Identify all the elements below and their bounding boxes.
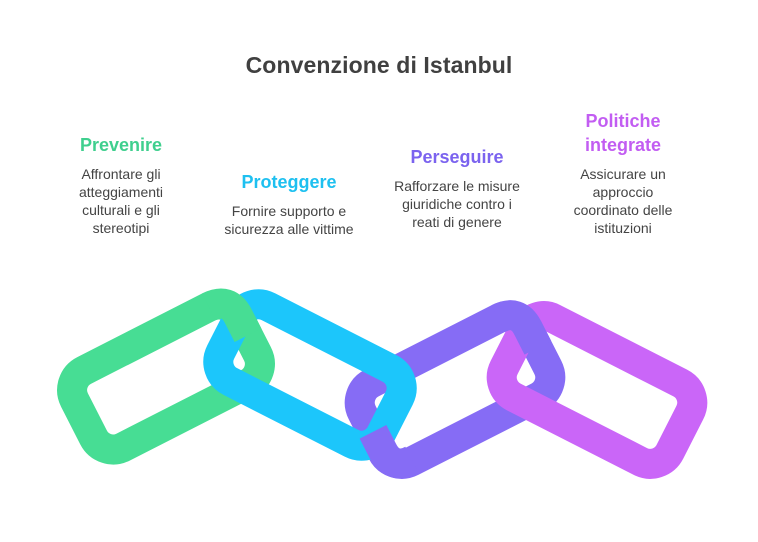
diagram-title: Convenzione di Istanbul <box>245 52 513 78</box>
pillar-description: Rafforzare le misure giuridiche contro i… <box>394 178 520 230</box>
pillar-heading: Perseguire <box>410 147 504 167</box>
pillar-proteggere: Proteggere Fornire supporto e sicurezza … <box>204 170 374 238</box>
pillar-prevenire: Prevenire Affrontare gli atteggiamenti c… <box>47 133 195 237</box>
chain-link-perseguire-overlap-right <box>491 300 552 355</box>
pillar-heading: Prevenire <box>79 135 163 155</box>
chain-link-prevenire-overlap <box>202 288 262 343</box>
pillar-politiche-integrate: Politiche integrate Assicurare un approc… <box>548 109 698 237</box>
chain-link-politiche-integrate <box>486 301 708 479</box>
chain-link-prevenire <box>57 289 275 465</box>
pillar-description: Assicurare un approccio coordinato delle… <box>573 166 673 236</box>
pillar-heading: Politiche integrate <box>584 111 662 155</box>
chain-link-proteggere <box>203 289 417 461</box>
pillar-description: Affrontare gli atteggiamenti culturali e… <box>78 166 164 236</box>
chain-link-perseguire-overlap-left <box>359 424 419 479</box>
pillar-heading: Proteggere <box>241 172 337 192</box>
pillar-description: Fornire supporto e sicurezza alle vittim… <box>224 203 354 237</box>
pillar-perseguire: Perseguire Rafforzare le misure giuridic… <box>370 145 544 231</box>
